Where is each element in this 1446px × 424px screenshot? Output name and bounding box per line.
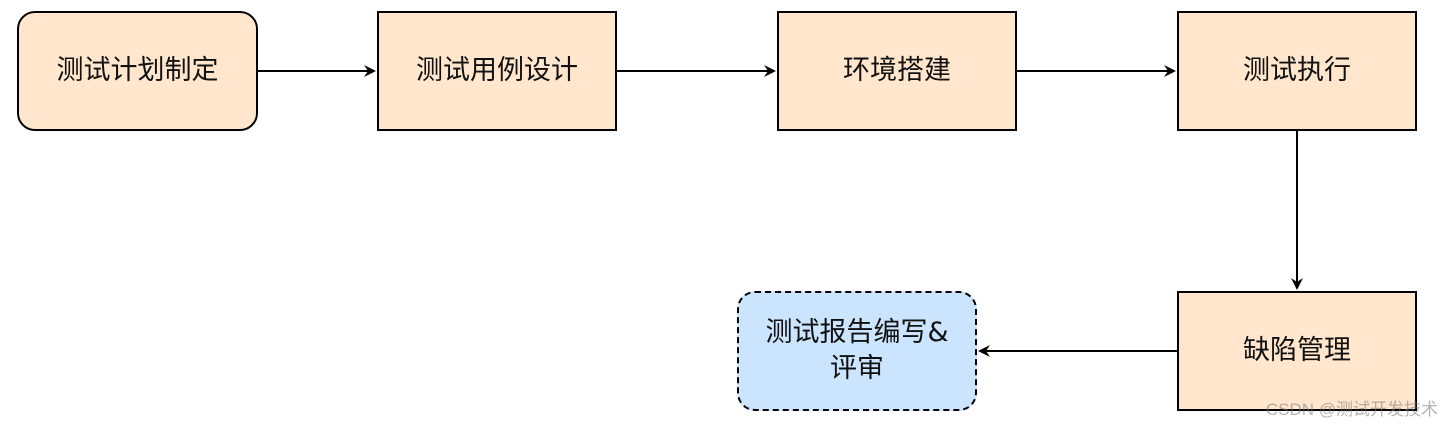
node-environment-setup: 环境搭建: [777, 11, 1017, 131]
node-test-report-review: 测试报告编写& 评审: [737, 291, 977, 411]
node-test-execution: 测试执行: [1177, 11, 1417, 131]
node-environment-setup-label: 环境搭建: [843, 54, 951, 86]
node-test-case-design-label: 测试用例设计: [416, 54, 578, 86]
node-defect-management-label: 缺陷管理: [1243, 334, 1351, 366]
node-test-execution-label: 测试执行: [1243, 54, 1351, 86]
node-defect-management: 缺陷管理: [1177, 291, 1417, 411]
node-test-plan: 测试计划制定: [17, 11, 258, 131]
node-test-case-design: 测试用例设计: [377, 11, 617, 131]
node-test-report-review-label: 测试报告编写& 评审: [765, 316, 949, 384]
watermark: CSDN @测试开发技术: [1265, 400, 1438, 419]
node-test-plan-label: 测试计划制定: [56, 54, 219, 86]
